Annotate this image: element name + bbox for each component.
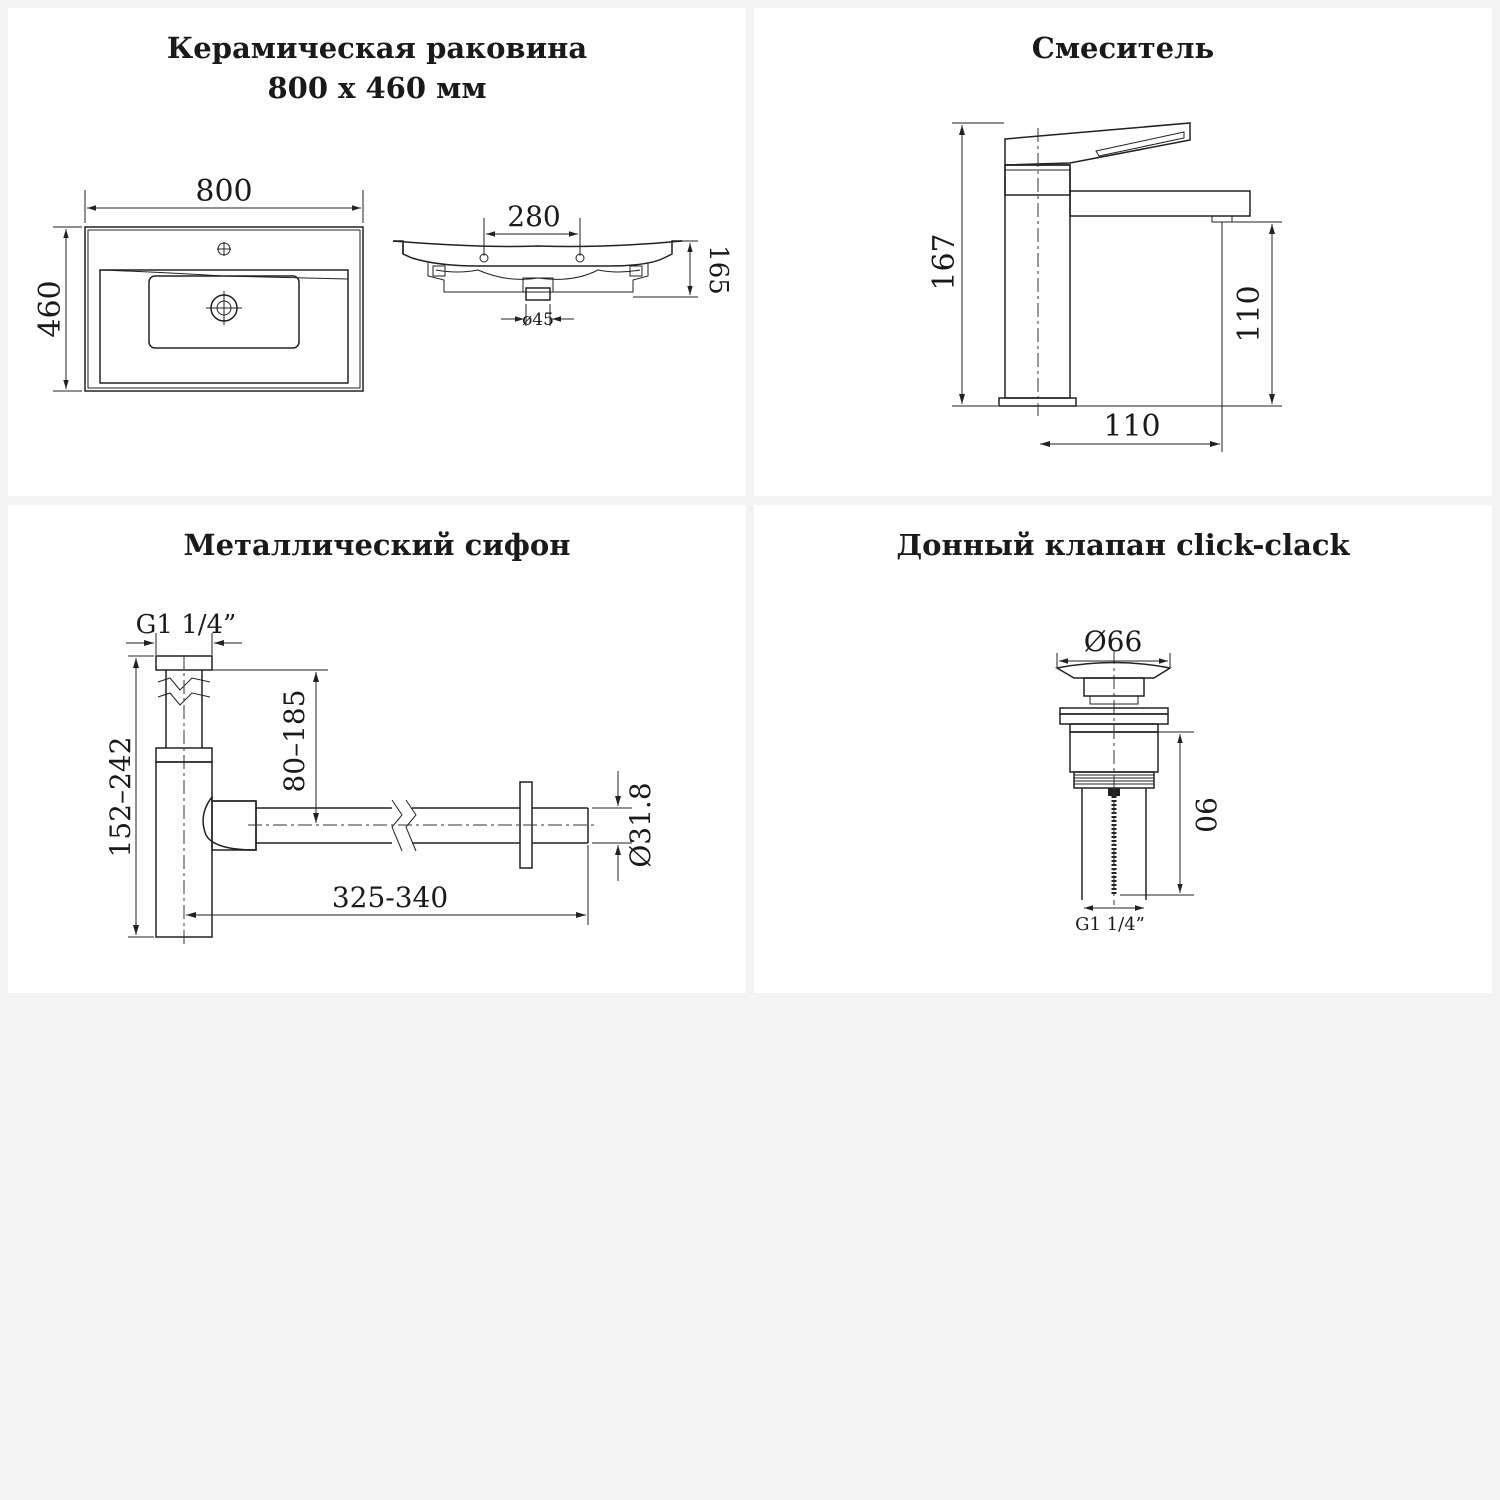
sink-top-view [84,226,364,392]
valve-panel: Донный клапан click-clack [754,505,1492,993]
siphon-thread-label: G1 1/4” [136,610,237,640]
siphon-drawing: G1 1/4” 152–242 80–185 325-340 Ø31.8 [104,610,657,945]
sink-drain-label: ø45 [522,310,554,330]
faucet-drawing: 167 110 110 [927,122,1282,452]
valve-height-label: 90 [1189,797,1222,833]
valve-thread-label: G1 1/4” [1075,914,1145,935]
siphon-panel: Металлический сифон [8,505,746,993]
faucet-reach-label: 110 [1103,409,1160,444]
sink-title-line1: Керамическая раковина [166,31,588,65]
sink-panel: Керамическая раковина 800 х 460 мм [8,8,746,496]
sink-width-label: 800 [195,174,252,209]
siphon-title: Металлический сифон [183,528,571,562]
faucet-spout-height-label: 110 [1232,285,1267,342]
siphon-offset-label: 80–185 [278,689,311,792]
faucet-title: Смеситель [1031,31,1215,65]
siphon-height-label: 152–242 [104,737,137,858]
sink-title-line2: 800 х 460 мм [267,71,487,105]
sink-depth-label: 460 [33,280,68,337]
sink-side-view [392,240,683,301]
valve-drawing: Ø66 90 G1 1/4” [1054,625,1222,935]
sink-holes-label: 280 [507,200,560,233]
faucet-panel: Смеситель 167 [754,8,1492,496]
faucet-outline [998,122,1251,416]
siphon-diameter-label: Ø31.8 [624,782,657,867]
valve-title: Донный клапан click-clack [896,528,1350,562]
valve-outline [1054,650,1173,905]
siphon-outline [155,655,598,945]
valve-diameter-label: Ø66 [1084,625,1143,658]
sink-title: Керамическая раковина 800 х 460 мм [8,28,746,108]
faucet-height-label: 167 [927,233,962,290]
sink-height-label: 165 [703,245,733,295]
sink-drawing: 800 460 280 165 ø45 [33,174,733,392]
siphon-length-label: 325-340 [332,881,448,914]
